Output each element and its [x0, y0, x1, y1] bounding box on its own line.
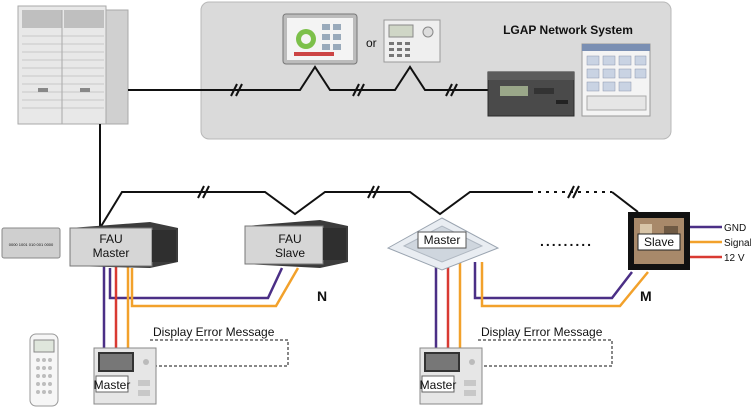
fau-slave-label-line1: FAU: [278, 232, 301, 246]
fau-slave-label-line2: Slave: [275, 246, 305, 260]
fau-slave-unit: FAU Slave: [244, 220, 348, 268]
continuation-dots: .........: [540, 233, 593, 249]
fau-master-label-line1: FAU: [99, 232, 122, 246]
error-message-connectors: [136, 339, 613, 367]
fau-master-unit: FAU Master: [69, 222, 178, 268]
pc-software-window-icon: [581, 43, 651, 117]
wiring: [102, 225, 722, 350]
fau-master-label-line2: Master: [93, 246, 130, 260]
simple-controller-icon: [383, 19, 441, 63]
network-title: LGAP Network System: [503, 23, 633, 37]
wire-label-signal: Signal: [724, 238, 751, 249]
error-message-left: Display Error Message: [153, 325, 275, 339]
error-message-right: Display Error Message: [481, 325, 603, 339]
wire-label-12v: 12 V: [724, 253, 745, 264]
cassette-master-label: Master: [424, 233, 461, 247]
gateway-box-icon: [487, 71, 575, 117]
gateway-strip: 0000 1001 010 001 0000: [1, 227, 61, 259]
network-line: [128, 65, 495, 97]
controller-label-left: Master: [94, 378, 131, 392]
wireless-remote-icon: [29, 333, 59, 407]
outdoor-unit: [17, 5, 129, 125]
wired-controller-right: Master: [419, 347, 483, 405]
group-label-n: N: [317, 288, 327, 304]
touch-controller-icon: [282, 13, 358, 65]
slave-label: Slave: [644, 235, 674, 249]
wired-controller-left: Master: [93, 347, 157, 405]
gateway-strip-text: 0000 1001 010 001 0000: [9, 242, 54, 247]
or-label: or: [366, 36, 377, 50]
cassette-master-unit: Master: [386, 217, 500, 271]
indoor-network-line: [99, 185, 639, 229]
slave-unit: Slave: [628, 212, 690, 270]
wire-label-gnd: GND: [724, 223, 746, 234]
group-label-m: M: [640, 288, 652, 304]
controller-label-right: Master: [420, 378, 457, 392]
